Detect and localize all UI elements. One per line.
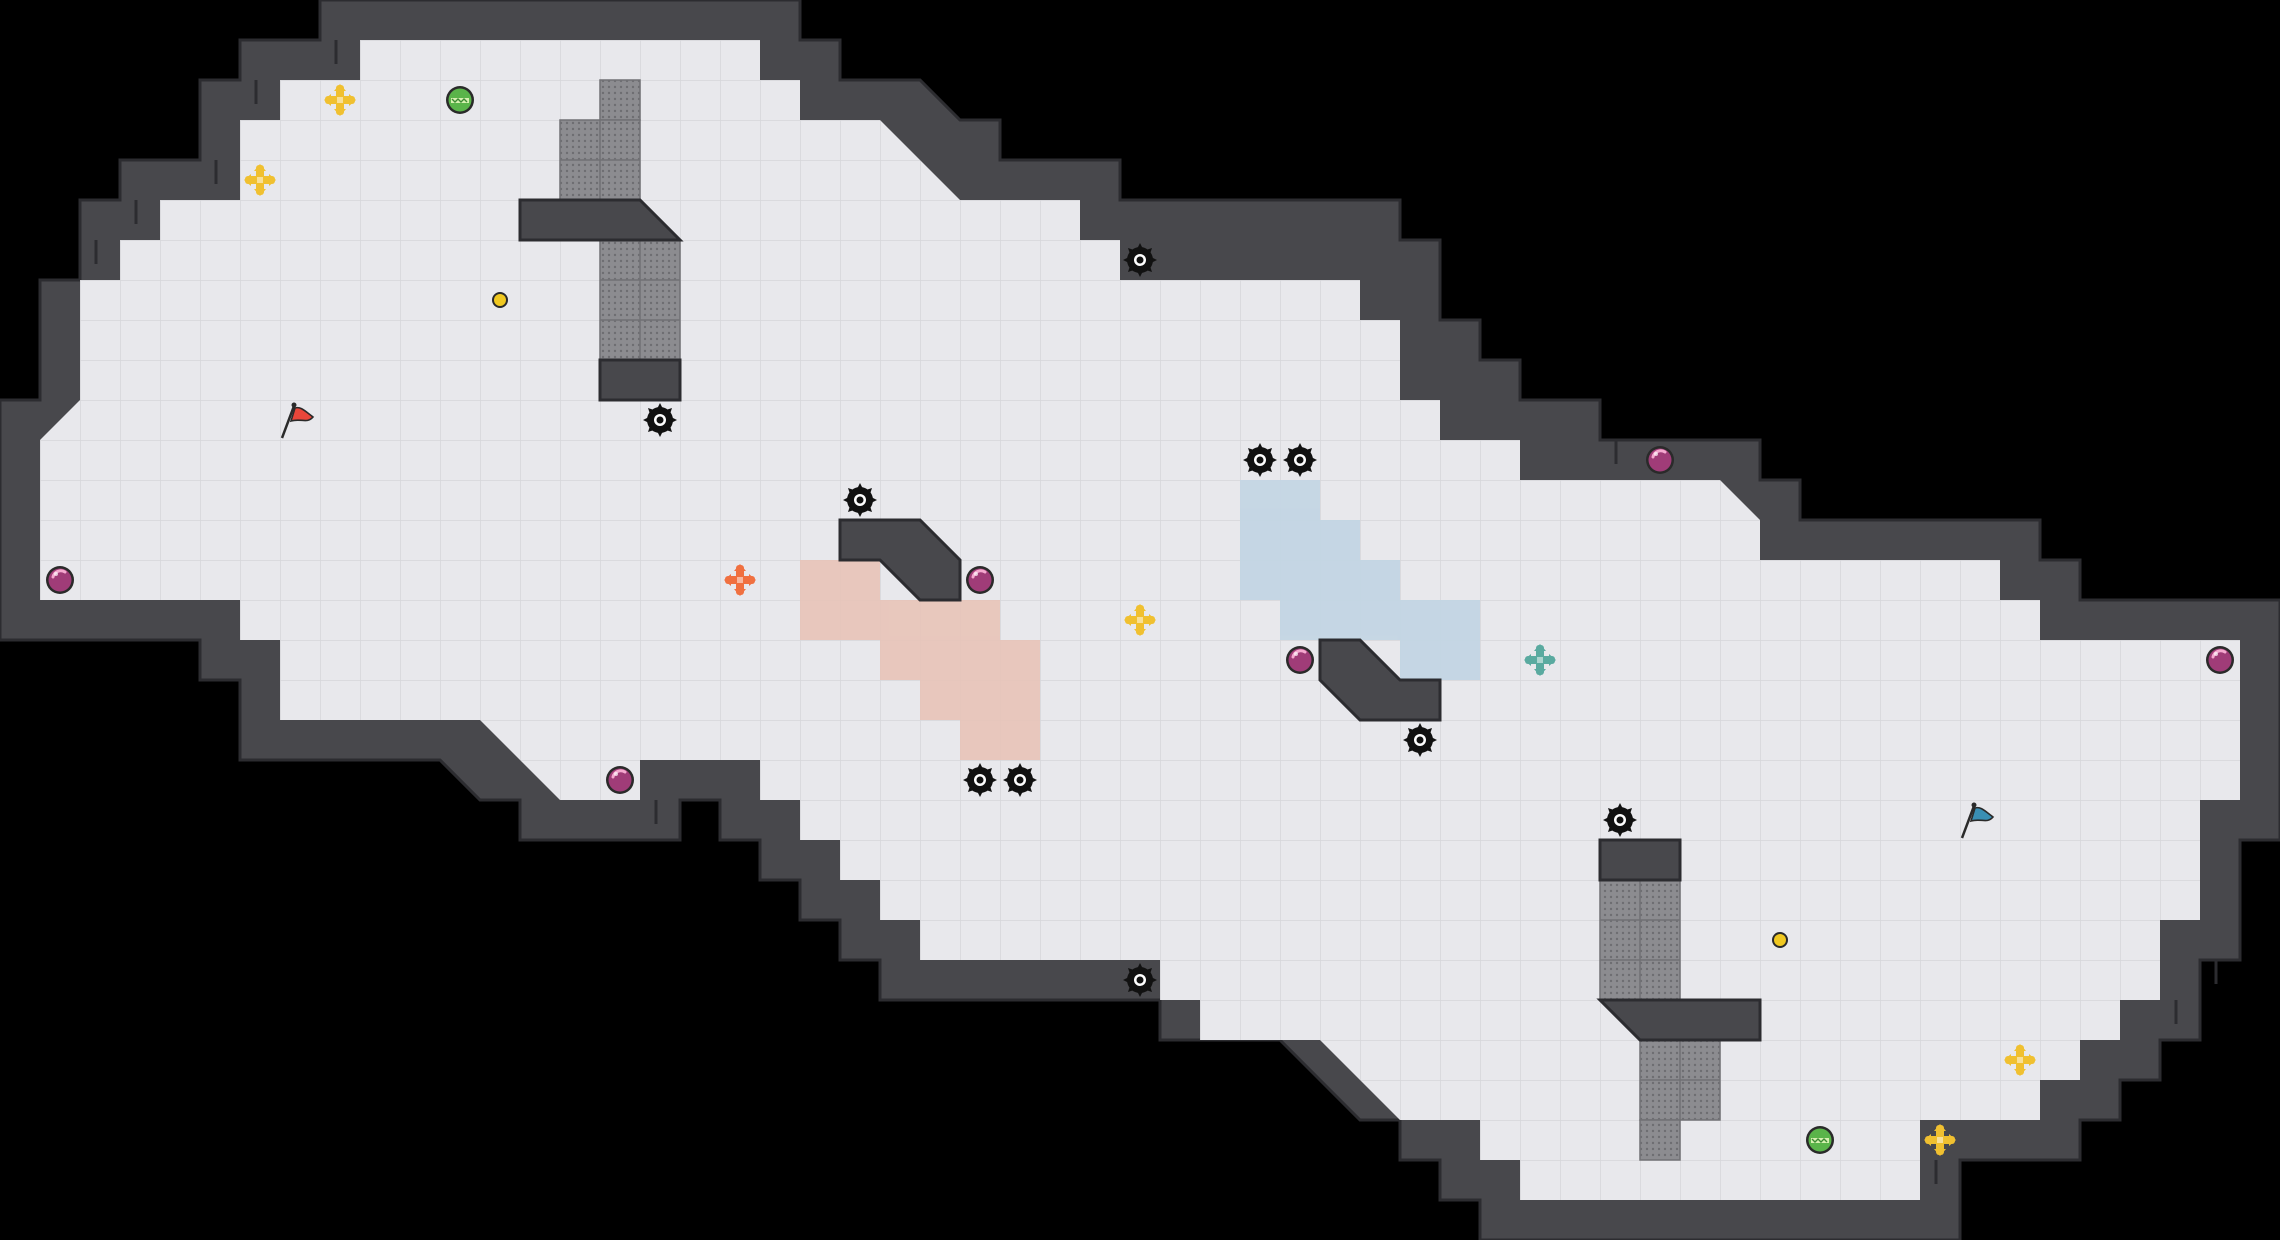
spike-icon bbox=[963, 763, 997, 797]
flag-icon bbox=[1960, 802, 1995, 839]
flag-icon bbox=[280, 402, 315, 439]
blue-team-zone bbox=[1240, 480, 1480, 680]
spike-icon bbox=[1603, 803, 1637, 837]
powerup-icon bbox=[1284, 644, 1316, 676]
gate-button-icon bbox=[492, 292, 508, 308]
wall-notch-details bbox=[94, 40, 2218, 1184]
powerup-icon bbox=[2204, 644, 2236, 676]
interior-walls bbox=[518, 198, 1762, 1042]
spike-icon bbox=[843, 483, 877, 517]
spike-icon bbox=[1243, 443, 1277, 477]
spike-icon bbox=[1123, 243, 1157, 277]
powerup-icon bbox=[1644, 444, 1676, 476]
spike-icon bbox=[1003, 763, 1037, 797]
spike-icon bbox=[1123, 963, 1157, 997]
gate-button-icon bbox=[1772, 932, 1788, 948]
spike-icon bbox=[643, 403, 677, 437]
spike-icon bbox=[1283, 443, 1317, 477]
powerup-icon bbox=[964, 564, 996, 596]
portal-icon bbox=[1805, 1125, 1835, 1155]
powerup-icon bbox=[604, 764, 636, 796]
powerup-icon bbox=[44, 564, 76, 596]
portal-icon bbox=[445, 85, 475, 115]
red-team-zone bbox=[800, 560, 1040, 760]
mesh-obstacles bbox=[559, 79, 1721, 1161]
spike-icon bbox=[1403, 723, 1437, 757]
